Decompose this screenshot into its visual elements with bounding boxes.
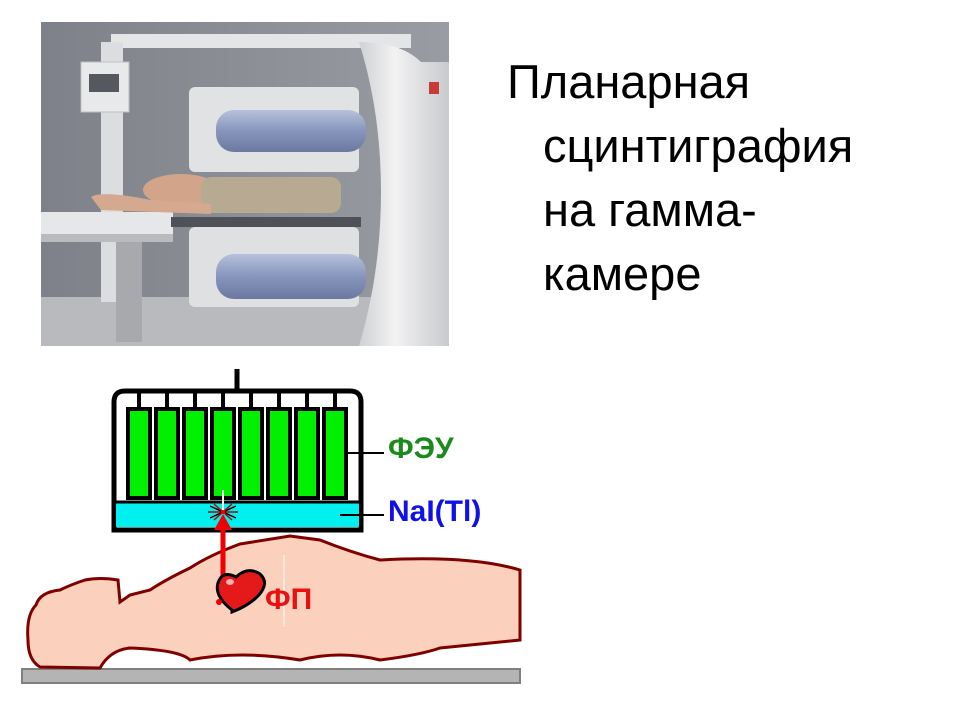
heart-icon (215, 569, 266, 615)
pmt-label: ФЭУ (388, 432, 454, 465)
patient-body-outline (26, 534, 522, 670)
pmt-8 (322, 407, 348, 500)
nai-crystal (116, 503, 359, 527)
title-line-2: сцинтиграфия (543, 119, 854, 172)
pmt-1 (126, 407, 152, 500)
pmt-connectors (137, 392, 337, 408)
radiopharmaceutical-label: ФП (265, 583, 313, 616)
title-line-4: камере (543, 247, 702, 300)
gamma-camera-photo (41, 22, 449, 346)
gamma-ray-arrowhead-icon (214, 514, 232, 530)
pmt-2 (154, 407, 180, 500)
gamma-camera-photo-illustration (41, 22, 449, 346)
pmt-4 (210, 407, 236, 500)
scintillation-flash-icon (208, 490, 238, 521)
gamma-camera-schematic (21, 369, 522, 684)
crystal-label: NaI(Tl) (388, 495, 482, 528)
rp-dot (216, 599, 222, 605)
pmt-6 (266, 407, 292, 500)
pmt-3 (182, 407, 208, 500)
patient-table (21, 668, 521, 684)
slide-title: Планарная сцинтиграфия на гамма- камере (507, 50, 947, 306)
title-line-1: Планарная (507, 55, 751, 108)
title-line-3: на гамма- (543, 183, 757, 236)
pmt-5 (238, 407, 264, 500)
pmt-7 (294, 407, 320, 500)
photomultiplier-tubes (126, 407, 348, 500)
